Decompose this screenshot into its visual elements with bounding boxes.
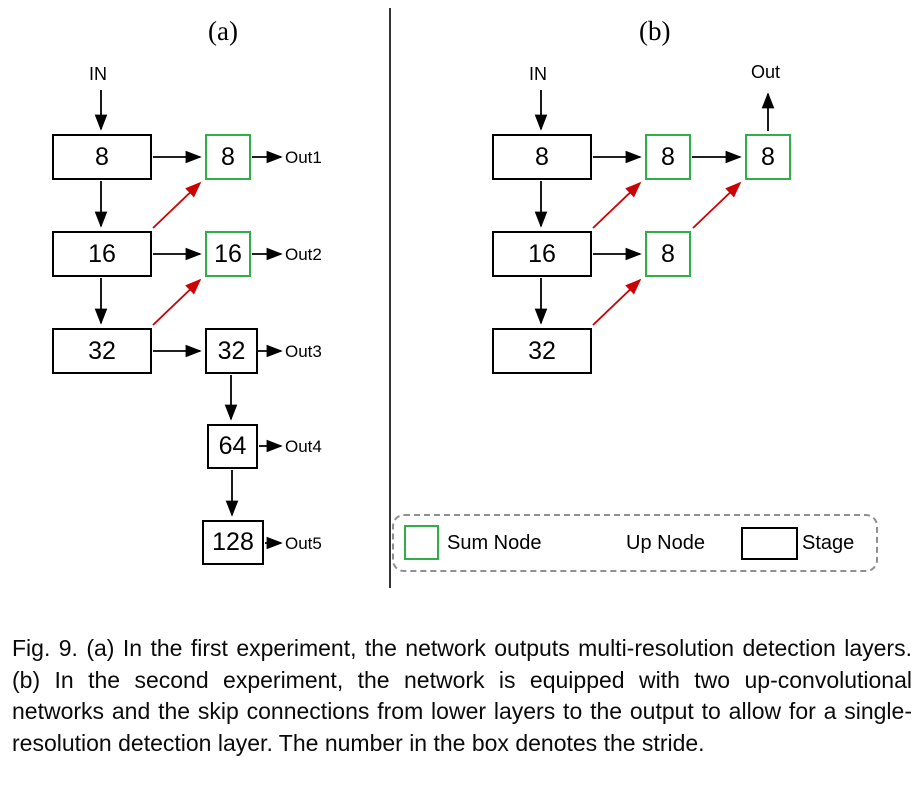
stage-box-a-16: 16 <box>52 231 152 277</box>
legend-stage-label: Stage <box>802 532 855 554</box>
sum-node-swatch-icon <box>404 525 439 560</box>
sum-node-a-8: 8 <box>205 134 251 180</box>
stage-box-b-16: 16 <box>492 231 592 277</box>
output-label-b: Out <box>751 62 781 82</box>
up-arrow-a-stage32-sum16 <box>152 278 202 326</box>
figure-caption: Fig. 9. (a) In the first experiment, the… <box>12 635 912 757</box>
output-label-out2: Out2 <box>285 245 322 264</box>
legend-up-node-label: Up Node <box>626 532 705 554</box>
legend-sum-node-label: Sum Node <box>447 532 542 554</box>
up-arrow-b-stage16-sum1 <box>592 181 642 229</box>
stage-box-a-128: 128 <box>202 520 264 565</box>
stage-box-a-64: 64 <box>207 424 258 469</box>
input-label-a: IN <box>89 64 107 84</box>
panel-a-label: (a) <box>208 16 238 46</box>
input-label-b: IN <box>529 64 547 84</box>
up-arrow-a-stage16-sum8 <box>152 181 202 229</box>
stage-box-b-32: 32 <box>492 328 592 374</box>
panel-b-label: (b) <box>639 16 671 46</box>
output-label-out1: Out1 <box>285 148 322 167</box>
output-label-out5: Out5 <box>285 534 322 553</box>
diagram-arrows-layer <box>94 8 775 588</box>
stage-swatch-icon <box>741 527 798 560</box>
sum-node-b-3: 8 <box>645 231 691 277</box>
sum-node-b-2: 8 <box>745 134 791 180</box>
output-label-out4: Out4 <box>285 437 322 456</box>
stage-box-b-8: 8 <box>492 134 592 180</box>
up-arrow-b-stage32-sum3 <box>592 278 642 326</box>
stage-box-a-32b: 32 <box>205 328 258 374</box>
output-label-out3: Out3 <box>285 342 322 361</box>
sum-node-b-1: 8 <box>645 134 691 180</box>
up-arrow-b-sum3-sum2 <box>692 181 742 229</box>
stage-box-a-32: 32 <box>52 328 152 374</box>
stage-box-a-8: 8 <box>52 134 152 180</box>
sum-node-a-16: 16 <box>205 231 251 277</box>
